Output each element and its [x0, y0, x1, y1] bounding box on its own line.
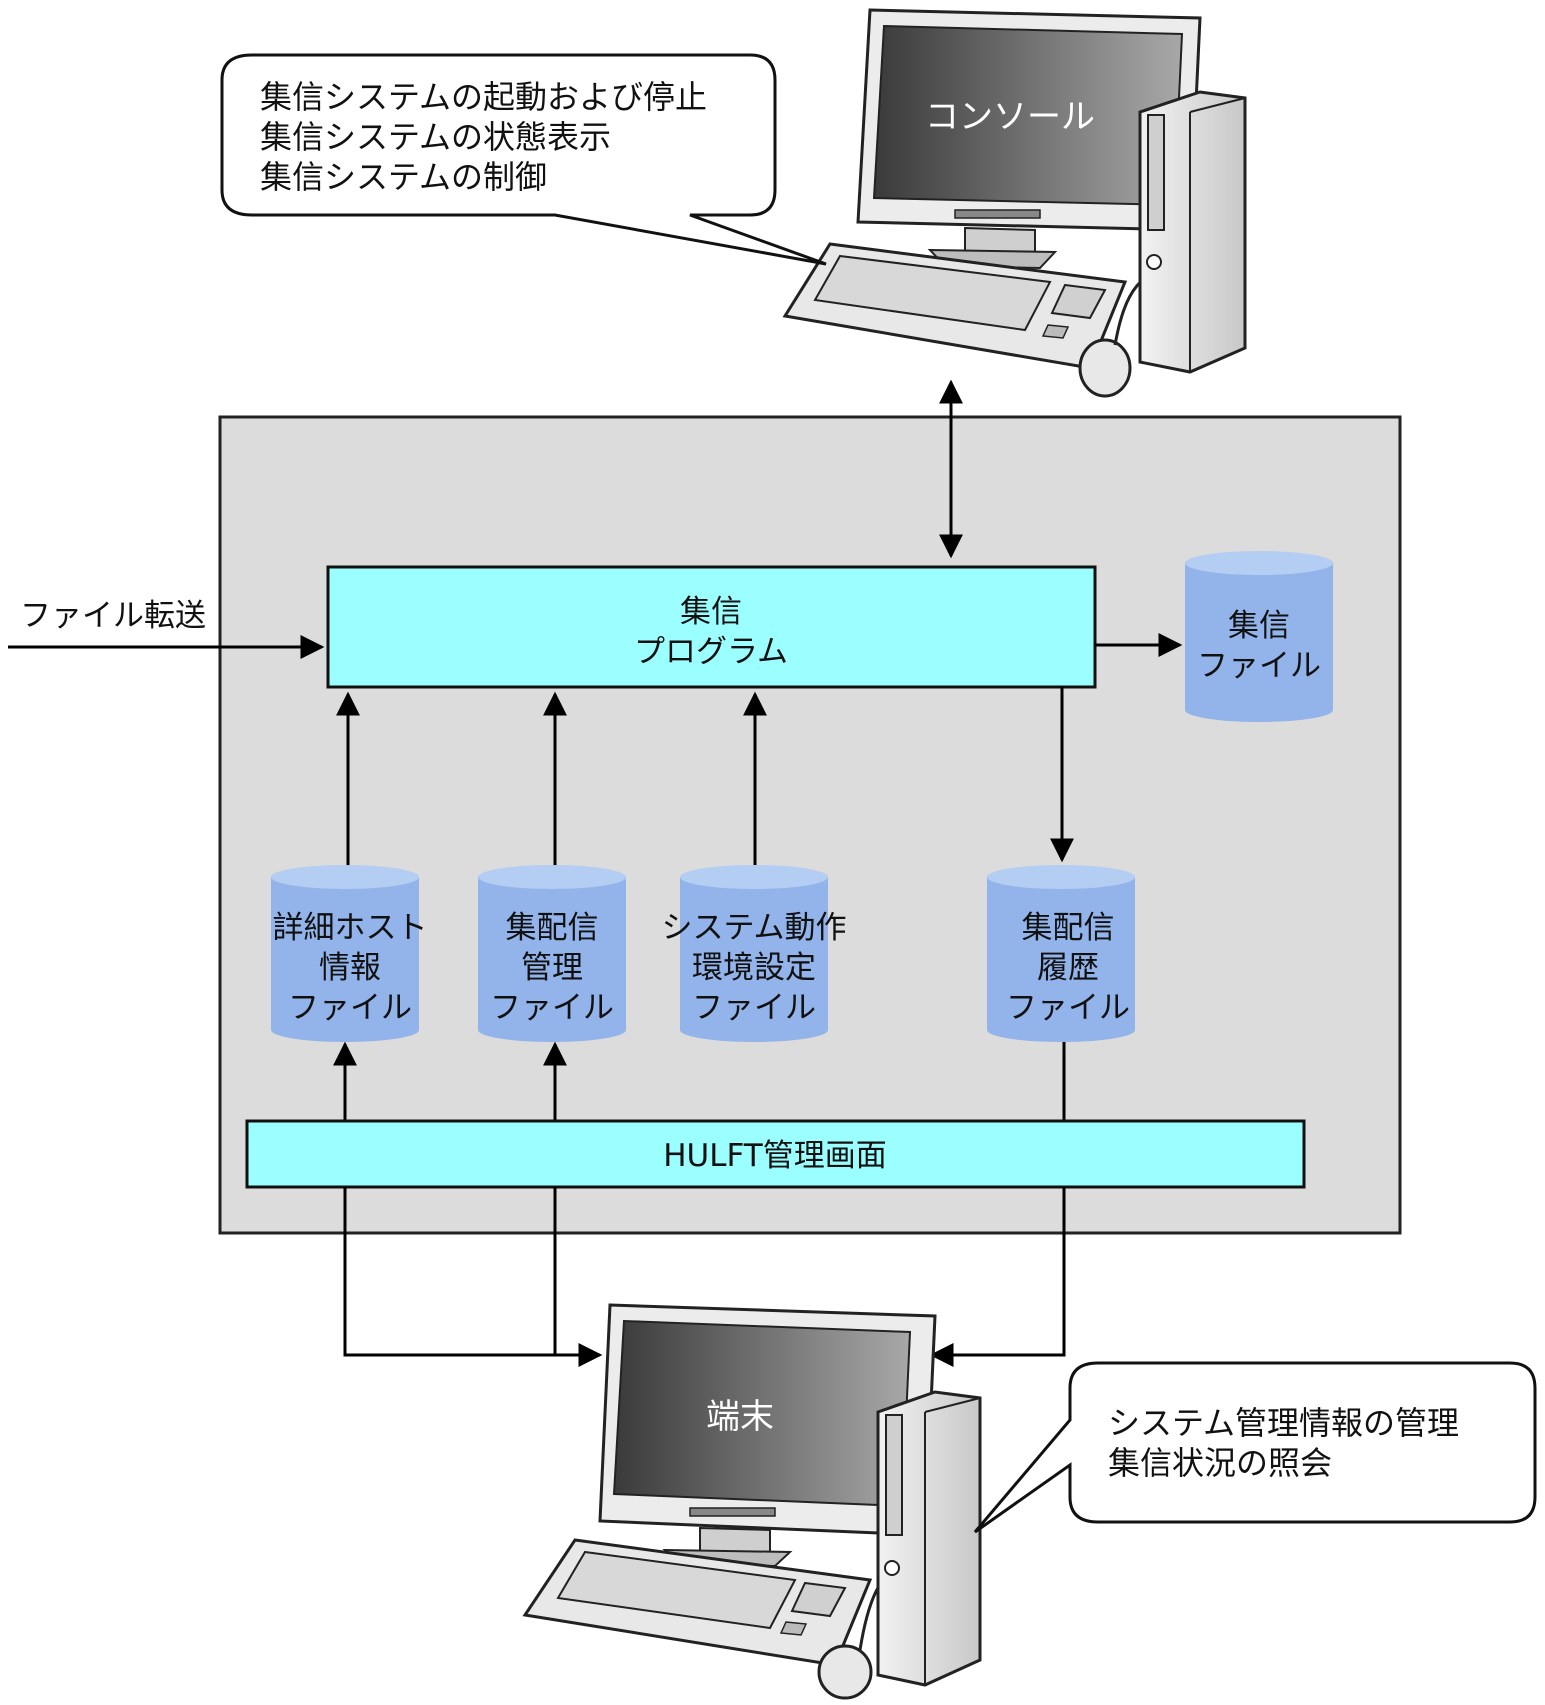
delivery-history-file-line-3: ファイル	[1006, 990, 1130, 1026]
hulft-management-screen: HULFT管理画面	[245, 1119, 1306, 1189]
terminal-bubble-line-1: システム管理情報の管理	[1108, 1404, 1459, 1442]
history-to-terminal-connector	[929, 1187, 1066, 1367]
receive-file-db: 集信 ファイル	[1185, 551, 1333, 722]
delivery-mgmt-file-line-1: 集配信	[506, 910, 599, 946]
system-env-file-line-2: 環境設定	[692, 950, 816, 986]
delivery-mgmt-file-line-3: ファイル	[490, 990, 614, 1026]
delivery-mgmt-file-db: 集配信 管理 ファイル	[478, 865, 626, 1042]
console-bubble-line-1: 集信システムの起動および停止	[260, 78, 707, 116]
mgmt-to-terminal-connector	[343, 1187, 603, 1367]
receive-file-line-2: ファイル	[1197, 648, 1321, 684]
program-box-line-2: プログラム	[634, 634, 788, 670]
console-screen-label: コンソール	[925, 97, 1095, 137]
console-bubble: 集信システムの起動および停止 集信システムの状態表示 集信システムの制御	[220, 53, 827, 266]
host-info-file-line-3: ファイル	[288, 990, 412, 1026]
system-env-file-line-1: システム動作	[661, 910, 846, 946]
receive-file-line-1: 集信	[1228, 608, 1290, 644]
host-info-file-line-1: 詳細ホスト	[273, 910, 428, 946]
system-env-file-db: システム動作 環境設定 ファイル	[661, 865, 847, 1042]
terminal-bubble: システム管理情報の管理 集信状況の照会	[973, 1361, 1537, 1534]
terminal-computer: 端末	[522, 1303, 982, 1700]
file-transfer-label: ファイル転送	[20, 598, 206, 634]
hulft-management-screen-label: HULFT管理画面	[663, 1138, 887, 1174]
console-computer: コンソール	[782, 8, 1247, 398]
delivery-mgmt-file-line-2: 管理	[521, 950, 583, 986]
program-box: 集信 プログラム	[326, 565, 1097, 689]
system-panel	[218, 415, 1402, 1235]
terminal-screen-label: 端末	[706, 1397, 774, 1437]
host-info-file-db: 詳細ホスト 情報 ファイル	[271, 865, 428, 1042]
system-env-file-line-3: ファイル	[692, 990, 816, 1026]
program-box-line-1: 集信	[680, 594, 742, 630]
terminal-bubble-line-2: 集信状況の照会	[1108, 1444, 1332, 1482]
delivery-history-file-line-2: 履歴	[1037, 950, 1099, 986]
delivery-history-file-line-1: 集配信	[1022, 910, 1115, 946]
host-info-file-line-2: 情報	[319, 950, 381, 986]
delivery-history-file-db: 集配信 履歴 ファイル	[987, 865, 1135, 1042]
console-bubble-line-3: 集信システムの制御	[260, 158, 547, 196]
console-bubble-line-2: 集信システムの状態表示	[260, 118, 611, 156]
